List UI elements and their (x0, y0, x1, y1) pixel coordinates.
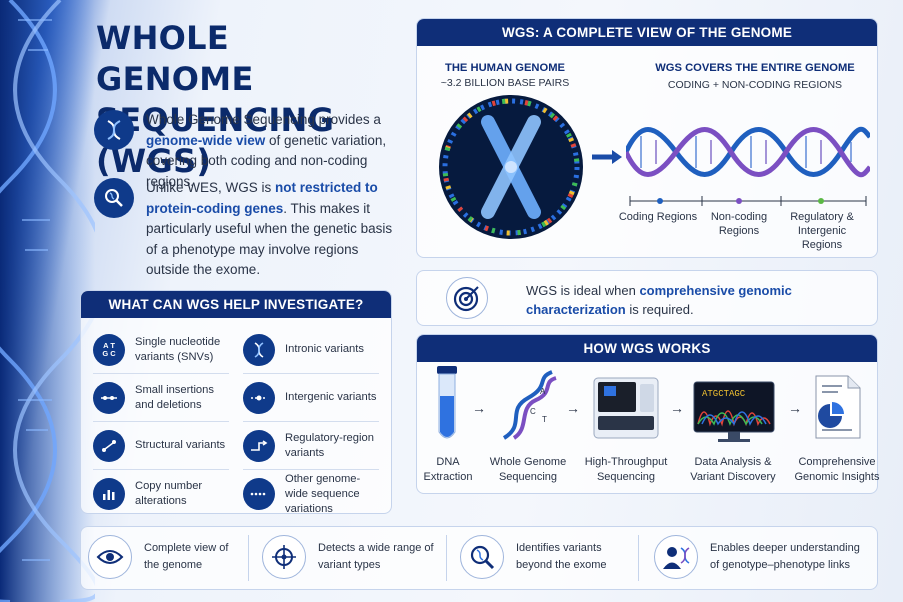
eye-icon (88, 535, 132, 579)
complete-view-heading: WGS: A COMPLETE VIEW OF THE GENOME (417, 19, 877, 46)
indel-icon (93, 381, 125, 414)
step-arrow-icon: → (566, 400, 580, 416)
region-label-coding: Coding Regions (618, 211, 698, 223)
divider (638, 535, 639, 581)
list-item: Structural variants (93, 422, 229, 470)
benefit-label: Identifies variants beyond the exome (516, 542, 607, 571)
report-document-icon (815, 375, 861, 439)
person-dna-icon (654, 535, 698, 579)
arrow-right-icon (592, 150, 622, 164)
sequencing-dna-icon: A C T (502, 370, 557, 440)
chromosome-illustration (439, 95, 583, 239)
step-arrow-icon: → (472, 400, 486, 416)
divider (248, 535, 249, 581)
sequencer-machine-icon (593, 377, 659, 439)
svg-text:C: C (530, 407, 536, 416)
dots-icon (243, 478, 275, 510)
list-item: Small insertions and deletions (93, 374, 229, 422)
target-icon (446, 277, 488, 319)
human-genome-label: THE HUMAN GENOME (445, 62, 565, 74)
step-label-insights: Comprehensive Genomic Insights (794, 456, 880, 483)
svg-text:A: A (540, 387, 546, 396)
region-label-regulatory: Regulatory & Intergenic Regions (790, 211, 854, 251)
dna-double-helix (626, 126, 870, 178)
title-line-1: WHOLE GENOME (96, 19, 254, 98)
benefit-item: Detects a wide range of variant types (262, 535, 438, 579)
step-label-wgs: Whole Genome Sequencing (489, 456, 567, 483)
structural-icon (93, 429, 125, 462)
region-label-noncoding: Non-coding Regions (710, 211, 768, 237)
ideal-text: WGS is ideal when comprehensive genomic … (526, 283, 792, 317)
benefit-item: Identifies variants beyond the exome (460, 535, 616, 579)
base-pairs-label: ~3.2 BILLION BASE PAIRS (440, 77, 570, 89)
step-label-analysis: Data Analysis & Variant Discovery (690, 456, 776, 483)
benefit-label: Complete view of the genome (144, 542, 229, 571)
region-scale (629, 196, 867, 206)
crosshair-icon (262, 535, 306, 579)
step-arrow-icon: → (670, 400, 684, 416)
step-label-htp-seq: High-Throughput Sequencing (584, 456, 668, 483)
regulatory-icon (243, 429, 275, 462)
test-tube-icon (437, 366, 457, 439)
svg-text:T: T (542, 415, 547, 424)
intro-text-1: Whole Genome Sequencing provides a genom… (146, 112, 387, 189)
step-label-dna-extraction: DNA Extraction (423, 456, 473, 483)
magnifier-dna-icon (94, 178, 134, 218)
intro-text-2: Unlike WES, WGS is not restricted to pro… (146, 180, 393, 277)
benefit-item: Enables deeper understanding of genotype… (654, 535, 870, 579)
list-item: Intergenic variants (243, 374, 379, 422)
page-title: WHOLE GENOME SEQUENCING (WGS) (96, 18, 396, 182)
svg-text:ATGCTAGC: ATGCTAGC (702, 389, 746, 399)
ideal-panel (416, 270, 878, 326)
intro-genome-wide: Whole Genome Sequencing provides a genom… (94, 110, 404, 192)
step-arrow-icon: → (788, 400, 802, 416)
covers-label: WGS COVERS THE ENTIRE GENOME (655, 62, 855, 74)
list-item: Copy number alterations (93, 470, 229, 513)
intergenic-icon (243, 381, 275, 414)
intro-not-restricted: Unlike WES, WGS is not restricted to pro… (94, 178, 404, 281)
analysis-monitor-icon: ATGCTAGC (693, 381, 775, 442)
list-item: Intronic variants (243, 326, 379, 374)
benefit-label: Detects a wide range of variant types (318, 542, 434, 571)
benefit-label: Enables deeper understanding of genotype… (710, 542, 860, 571)
dna-icon (94, 110, 134, 150)
list-item: Regulatory-region variants (243, 422, 379, 470)
how-works-heading: HOW WGS WORKS (417, 335, 877, 362)
coding-noncoding-label: CODING + NON-CODING REGIONS (667, 79, 843, 91)
divider (446, 535, 447, 581)
investigate-heading: WHAT CAN WGS HELP INVESTIGATE? (81, 291, 391, 318)
dna-icon (243, 333, 275, 366)
bar-chart-icon (93, 478, 125, 510)
list-item: Other genome-wide sequence variations (243, 470, 379, 513)
benefit-item: Complete view of the genome (88, 535, 244, 579)
magnifier-dna-icon (460, 535, 504, 579)
title-line-2: SEQUENCING (WGS) (96, 101, 335, 180)
